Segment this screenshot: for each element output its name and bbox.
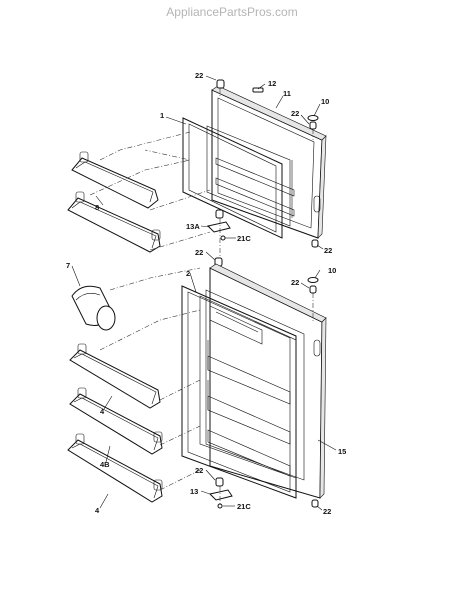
fresh-food-door-panel: [209, 267, 323, 499]
dairy-bin: [71, 285, 116, 331]
callout-22-bottom-right: 22: [323, 507, 331, 516]
callout-21c-top: 21C: [237, 234, 251, 243]
callout-21c-bottom: 21C: [237, 502, 251, 511]
callout-4-lower: 4: [95, 506, 100, 515]
callout-4-upper: 4: [100, 407, 105, 416]
callout-10-top: 10: [321, 97, 329, 106]
callout-12: 12: [268, 79, 276, 88]
freezer-door-assembly: [182, 85, 327, 239]
callout-22-right-top: 22: [291, 109, 299, 118]
freezer-door-shelf-upper: [71, 151, 159, 209]
callout-22-low-left: 22: [195, 466, 203, 475]
callout-7: 7: [66, 261, 70, 270]
freezer-door-gasket: [182, 117, 283, 239]
fresh-food-door-shelf-3: [67, 433, 163, 503]
callout-11: 11: [283, 89, 291, 98]
callout-22-right-bottom: 22: [291, 278, 299, 287]
callout-10-bottom: 10: [328, 266, 336, 275]
callout-13: 13: [190, 487, 198, 496]
fresh-food-door-assembly: [181, 263, 327, 499]
alignment-lines: [89, 88, 314, 504]
callout-15: 15: [338, 447, 346, 456]
fresh-food-door-gasket: [181, 285, 297, 499]
leader-lines: [71, 75, 337, 511]
callout-labels: 22 12 11 10 22 1 8 13A 21C 22 22 7 2 10 …: [66, 71, 346, 516]
callout-8: 8: [95, 203, 99, 212]
callout-2: 2: [186, 269, 190, 278]
fresh-food-door-shelf-2: [69, 387, 163, 455]
freezer-door-shelf-lower: [67, 191, 161, 253]
callout-22-mid-left: 22: [195, 248, 203, 257]
callout-22-top: 22: [195, 71, 203, 80]
callout-13a: 13A: [186, 222, 200, 231]
callout-1: 1: [160, 111, 164, 120]
callout-22-mid-right: 22: [324, 246, 332, 255]
watermark: AppliancePartsPros.com: [166, 5, 297, 19]
callout-4b: 4B: [100, 460, 110, 469]
fresh-food-door-shelf-1: [69, 343, 161, 409]
